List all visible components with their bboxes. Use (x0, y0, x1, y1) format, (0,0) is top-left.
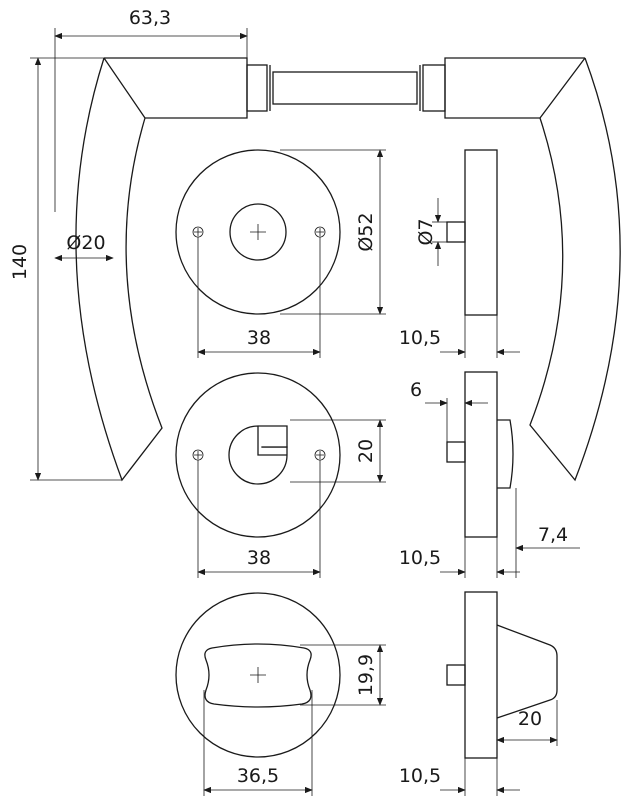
label-140: 140 (9, 244, 31, 280)
label-6: 6 (410, 379, 422, 401)
label-20-slot: 20 (355, 439, 377, 463)
right-collar (422, 64, 446, 112)
rose-front-view-3: 36,5 19,9 (175, 592, 386, 796)
label-38-b: 38 (247, 547, 271, 569)
label-36-5: 36,5 (237, 765, 279, 787)
dim-handle-projection: 63,3 (54, 7, 248, 212)
label-d20: Ø20 (66, 232, 105, 254)
right-lever (444, 57, 621, 482)
label-20-knob: 20 (518, 708, 542, 730)
rose-side-view-1: Ø7 10,5 (399, 149, 520, 358)
left-lever (75, 57, 248, 482)
rose-side-view-3: 20 10,5 (399, 591, 558, 796)
spindle-rod (272, 71, 418, 105)
label-19-9: 19,9 (355, 654, 377, 696)
label-63-3: 63,3 (129, 7, 171, 29)
label-d7: Ø7 (415, 218, 437, 245)
rose-front-view-1: 38 Ø52 (175, 149, 386, 358)
lever-handle-pair (75, 57, 621, 482)
label-10-5-c: 10,5 (399, 765, 441, 787)
label-10-5-a: 10,5 (399, 327, 441, 349)
label-7-4: 7,4 (538, 524, 568, 546)
rose-front-view-2: 38 20 (175, 372, 386, 578)
rose-side-view-2: 6 7,4 10,5 (399, 371, 580, 578)
label-d52: Ø52 (355, 212, 377, 251)
label-10-5-b: 10,5 (399, 547, 441, 569)
left-collar (246, 64, 268, 112)
label-38-a: 38 (247, 327, 271, 349)
dim-handle-height: 140 (9, 57, 122, 481)
dim-grip-diameter: Ø20 (54, 232, 114, 262)
